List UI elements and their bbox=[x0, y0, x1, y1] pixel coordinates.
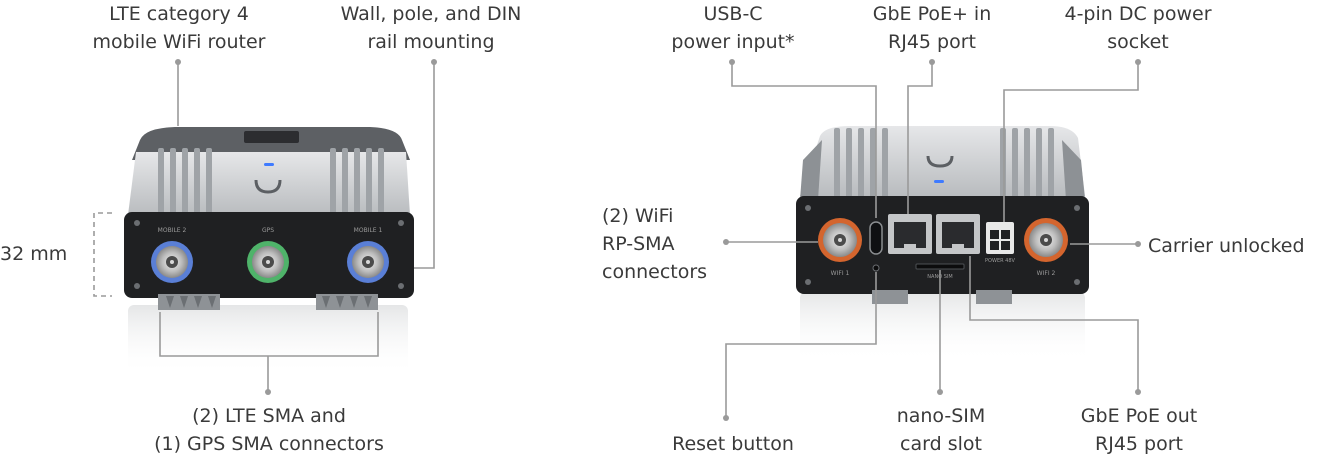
right-rpsma-connector-wifi1 bbox=[818, 218, 862, 262]
left-rail-teeth bbox=[166, 296, 372, 308]
leader-mounting bbox=[414, 62, 435, 269]
right-reset-pinhole bbox=[872, 264, 880, 272]
callout-gbe-poe-out: GbE PoE out RJ45 port bbox=[1080, 405, 1198, 455]
right-router: WIFI 1 WIFI 2 POWER bbox=[796, 126, 1089, 362]
right-screws bbox=[805, 205, 1080, 285]
leader-gbe-poe-out bbox=[969, 256, 1139, 392]
leader-sma-bracket bbox=[159, 312, 379, 357]
right-logo-icon bbox=[926, 155, 954, 168]
callout-gbe-poe-in: GbE PoE+ in RJ45 port bbox=[872, 3, 992, 53]
right-reflection bbox=[800, 292, 1085, 362]
left-label-gps: GPS bbox=[262, 227, 274, 234]
right-rail-clip-left bbox=[872, 290, 908, 304]
left-label-mobile1: MOBILE 1 bbox=[354, 227, 383, 234]
left-rail-clip-right bbox=[316, 294, 378, 310]
right-rail-clip-right bbox=[976, 290, 1012, 304]
left-logo-icon bbox=[254, 179, 282, 194]
callout-height: 32 mm bbox=[0, 243, 68, 265]
right-rj45-port-in bbox=[888, 214, 932, 254]
callout-dc-socket: 4-pin DC power socket bbox=[1064, 3, 1212, 53]
left-reflection bbox=[128, 305, 408, 375]
callout-mounting: Wall, pole, and DIN rail mounting bbox=[340, 3, 522, 53]
left-rail-clip-left bbox=[158, 294, 220, 310]
callout-reset: Reset button bbox=[672, 433, 794, 455]
left-top-rim bbox=[132, 127, 410, 160]
right-top-shell bbox=[800, 126, 1085, 196]
right-fins-left bbox=[834, 128, 888, 198]
left-screws bbox=[134, 220, 404, 289]
leader-reset bbox=[725, 272, 877, 418]
callout-usbc: USB-C power input* bbox=[671, 3, 795, 53]
left-sma-connector-mobile1 bbox=[347, 241, 389, 283]
right-label-wifi1: WIFI 1 bbox=[831, 270, 850, 277]
right-usbc-port bbox=[869, 221, 883, 255]
right-label-power: POWER 48V bbox=[985, 258, 1015, 264]
leader-lines bbox=[93, 62, 1139, 418]
left-fins-left bbox=[158, 148, 212, 215]
leader-dots bbox=[175, 59, 1141, 421]
callout-sma-connectors: (2) LTE SMA and (1) GPS SMA connectors bbox=[154, 405, 384, 455]
right-rpsma-connector-wifi2 bbox=[1024, 218, 1068, 262]
right-status-led bbox=[934, 180, 944, 183]
right-nano-sim-slot bbox=[915, 263, 965, 270]
leader-height-bracket bbox=[93, 212, 112, 297]
leader-usbc bbox=[731, 62, 877, 218]
right-label-wifi2: WIFI 2 bbox=[1037, 270, 1056, 277]
left-fins-right bbox=[330, 148, 384, 215]
left-status-led bbox=[264, 163, 274, 166]
left-router: MOBILE 2 GPS MOBILE 1 bbox=[124, 127, 414, 375]
left-vent bbox=[244, 131, 299, 143]
callout-carrier: Carrier unlocked bbox=[1148, 235, 1305, 257]
leader-gbe-poe-in bbox=[907, 62, 933, 214]
leader-dc-socket bbox=[1003, 62, 1139, 222]
left-sma-connector-mobile2 bbox=[151, 241, 193, 283]
right-side-right bbox=[1062, 140, 1085, 200]
right-rj45-port-out bbox=[936, 214, 980, 254]
right-dc-power-socket bbox=[986, 222, 1014, 254]
callout-nano-sim: nano-SIM card slot bbox=[896, 405, 986, 455]
left-sma-connector-gps bbox=[247, 241, 289, 283]
left-label-mobile2: MOBILE 2 bbox=[158, 227, 187, 234]
callout-wifi-rpsma: (2) WiFi RP-SMA connectors bbox=[602, 205, 708, 283]
callout-lte-router: LTE category 4 mobile WiFi router bbox=[92, 3, 266, 53]
right-side-left bbox=[800, 140, 822, 200]
